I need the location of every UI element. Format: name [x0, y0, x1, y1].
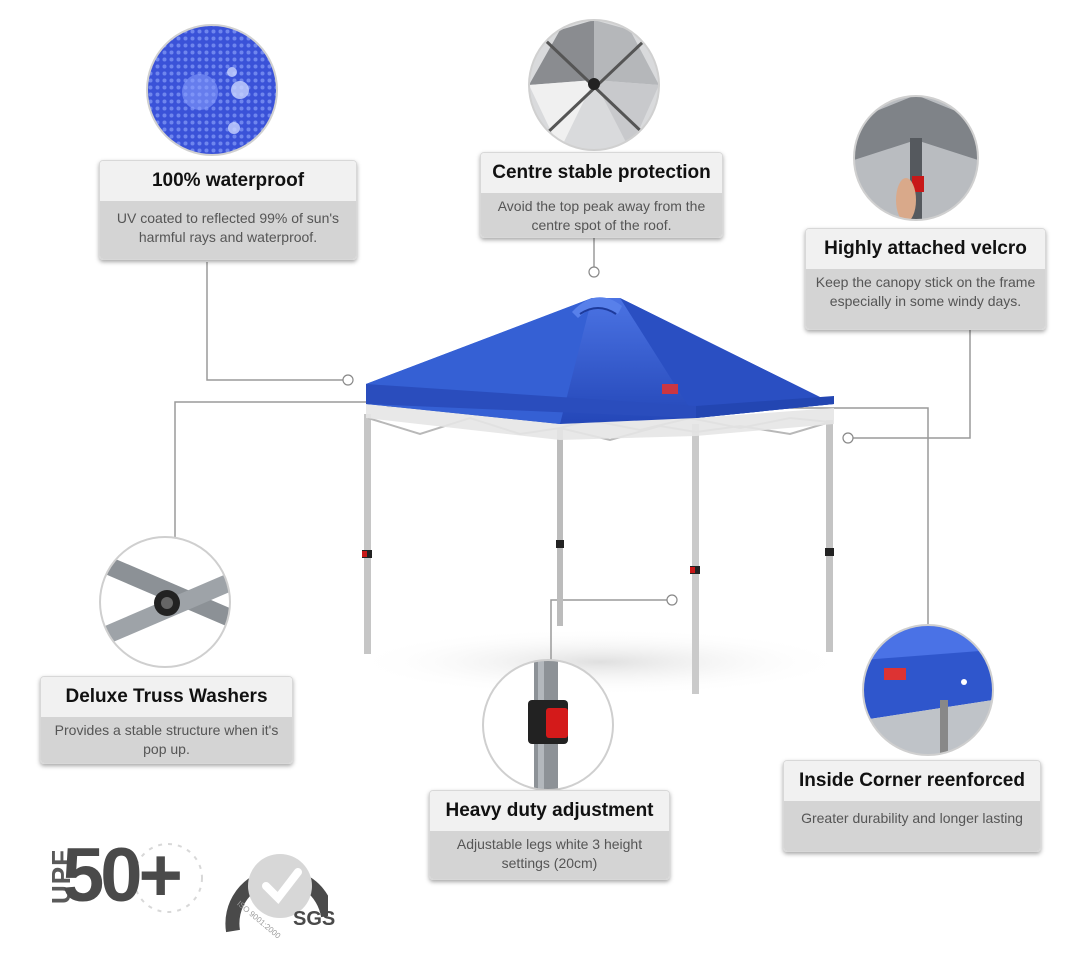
- centre-peak-icon: [528, 19, 660, 151]
- feature-card-centre: Centre stable protection Avoid the top p…: [480, 152, 723, 238]
- feature-card-waterproof: 100% waterproof UV coated to reflected 9…: [99, 160, 357, 260]
- feature-description: Keep the canopy stick on the frame espec…: [806, 269, 1045, 329]
- feature-description: UV coated to reflected 99% of sun's harm…: [100, 201, 356, 259]
- feature-description: Greater durability and longer lasting: [784, 801, 1040, 851]
- canopy-roof: [366, 297, 834, 424]
- canopy-legs: [362, 414, 834, 694]
- ground-shadow: [350, 628, 850, 696]
- upf-badge: SYSTEM CERTIFICATION ISO 9001:2000 UPF 5…: [28, 826, 335, 946]
- sgs-certification-seal: [225, 854, 328, 933]
- feature-description: Provides a stable structure when it's po…: [41, 717, 292, 763]
- sun-icon: SYSTEM CERTIFICATION ISO 9001:2000: [133, 826, 328, 941]
- feature-card-corner: Inside Corner reenforced Greater durabil…: [783, 760, 1041, 852]
- velcro-icon: [853, 95, 979, 221]
- feature-card-truss: Deluxe Truss Washers Provides a stable s…: [40, 676, 293, 764]
- truss-washer-icon: [99, 536, 231, 668]
- feature-card-heavy-duty: Heavy duty adjustment Adjustable legs wh…: [429, 790, 670, 880]
- feature-title: Centre stable protection: [481, 153, 722, 193]
- feature-description: Avoid the top peak away from the centre …: [481, 193, 722, 237]
- feature-title: Highly attached velcro: [806, 229, 1045, 269]
- waterproof-fabric-icon: [146, 24, 278, 156]
- sgs-label: SGS: [293, 908, 336, 930]
- corner-icon: [862, 624, 994, 756]
- feature-title: Inside Corner reenforced: [784, 761, 1040, 801]
- feature-card-velcro: Highly attached velcro Keep the canopy s…: [805, 228, 1046, 330]
- upf-value: 50+: [62, 833, 183, 918]
- feature-description: Adjustable legs white 3 height settings …: [430, 831, 669, 879]
- feature-title: Deluxe Truss Washers: [41, 677, 292, 717]
- canopy-underside: [366, 404, 834, 440]
- feature-title: 100% waterproof: [100, 161, 356, 201]
- leg-lock-icon: [482, 659, 614, 791]
- feature-title: Heavy duty adjustment: [430, 791, 669, 831]
